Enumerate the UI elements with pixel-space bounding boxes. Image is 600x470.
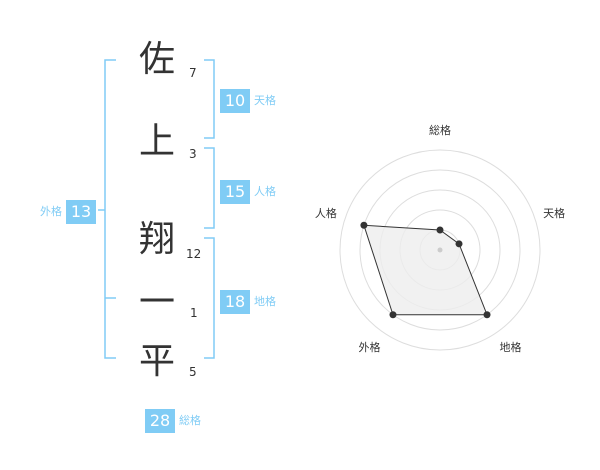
radar-point-chi xyxy=(483,311,491,319)
chi-bracket xyxy=(204,237,215,359)
gai-kaku-badge: 外格 13 xyxy=(40,200,96,224)
name-char-4: 一 xyxy=(138,282,175,323)
name-char-1: 佐 xyxy=(138,39,175,80)
ten-kaku-value: 10 xyxy=(220,89,250,113)
radar-label-jin: 人格 xyxy=(315,206,337,220)
name-char-2: 上 xyxy=(138,121,175,162)
sou-kaku-badge: 28 総格 xyxy=(145,409,201,433)
radar-label-ten: 天格 xyxy=(543,206,565,220)
jin-kaku-label: 人格 xyxy=(254,185,276,198)
name-char-3: 翔 xyxy=(138,219,175,260)
chi-kaku-label: 地格 xyxy=(254,295,276,308)
gai-kaku-value: 13 xyxy=(66,200,96,224)
gai-bracket xyxy=(98,59,116,359)
radar-label-gai: 外格 xyxy=(358,340,380,354)
chi-kaku-value: 18 xyxy=(220,290,250,314)
sou-kaku-value: 28 xyxy=(145,409,175,433)
sou-kaku-label: 総格 xyxy=(179,414,201,427)
gai-kaku-label: 外格 xyxy=(40,205,62,218)
ten-kaku-label: 天格 xyxy=(254,94,276,107)
name-char-5: 平 xyxy=(138,341,175,382)
radar-point-sou xyxy=(436,226,444,234)
stroke-count-4: 1 xyxy=(190,306,198,320)
radar-point-jin xyxy=(360,221,368,229)
radar-grid-ring-4 xyxy=(359,169,521,331)
radar-point-gai xyxy=(389,311,397,319)
chi-kaku-badge: 18 地格 xyxy=(220,290,276,314)
radar-point-ten xyxy=(455,240,463,248)
radar-label-sou: 総格 xyxy=(429,123,451,137)
jin-bracket xyxy=(204,147,215,229)
ten-bracket xyxy=(204,59,215,139)
jin-kaku-value: 15 xyxy=(220,180,250,204)
radar-center-dot xyxy=(437,247,443,253)
jin-kaku-badge: 15 人格 xyxy=(220,180,276,204)
ten-kaku-badge: 10 天格 xyxy=(220,89,276,113)
radar-grid-ring-5 xyxy=(339,149,541,351)
stroke-count-2: 3 xyxy=(189,147,197,161)
radar-label-chi: 地格 xyxy=(500,340,522,354)
stroke-count-3: 12 xyxy=(186,247,202,261)
stroke-count-1: 7 xyxy=(189,66,197,80)
stroke-count-5: 5 xyxy=(189,365,197,379)
radar-area xyxy=(363,224,488,316)
